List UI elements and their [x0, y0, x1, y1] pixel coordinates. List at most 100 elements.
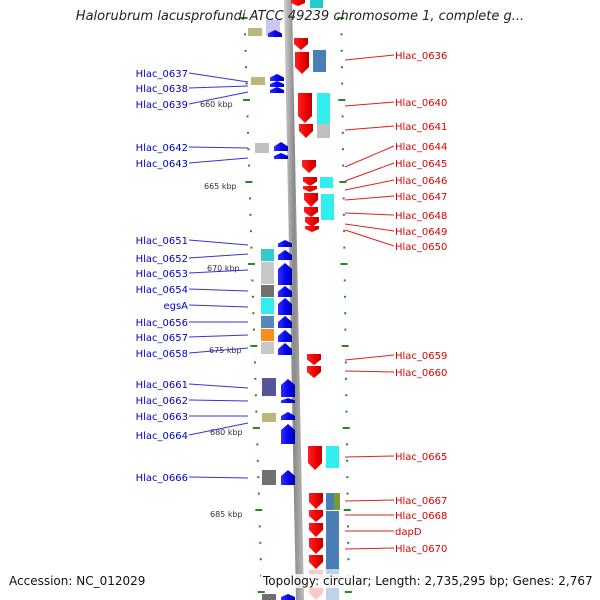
gene-label-forward[interactable]: Hlac_0643	[136, 159, 188, 170]
feature-box[interactable]	[313, 50, 326, 72]
gene-label-forward[interactable]: Hlac_0639	[136, 100, 188, 111]
feature-box[interactable]	[261, 329, 274, 341]
gene-label-forward[interactable]: Hlac_0663	[136, 412, 188, 423]
feature-box[interactable]	[261, 342, 274, 354]
gene-arrow-forward[interactable]	[274, 153, 288, 159]
feature-box[interactable]	[326, 511, 339, 569]
gene-label-reverse[interactable]: Hlac_0647	[395, 192, 447, 203]
gene-arrow-forward[interactable]	[278, 250, 292, 260]
gene-label-forward[interactable]: Hlac_0656	[136, 318, 188, 329]
gene-arrow-reverse[interactable]	[305, 226, 319, 232]
gene-label-reverse[interactable]: Hlac_0660	[395, 368, 447, 379]
gene-label-reverse[interactable]: Hlac_0650	[395, 242, 447, 253]
feature-box[interactable]	[317, 93, 330, 124]
feature-box[interactable]	[261, 249, 274, 261]
gene-arrow-reverse[interactable]	[309, 510, 323, 522]
gene-arrow-reverse[interactable]	[304, 193, 318, 207]
gene-arrow-reverse[interactable]	[309, 586, 323, 600]
gene-arrow-reverse[interactable]	[309, 538, 323, 554]
gene-arrow-reverse[interactable]	[298, 93, 312, 123]
gene-arrow-forward[interactable]	[281, 594, 295, 600]
gene-arrow-forward[interactable]	[270, 74, 284, 81]
feature-box[interactable]	[310, 0, 323, 8]
gene-arrow-reverse[interactable]	[307, 366, 321, 378]
feature-box[interactable]	[251, 77, 265, 85]
gene-arrow-forward[interactable]	[278, 330, 292, 342]
gene-arrow-forward[interactable]	[281, 412, 295, 420]
gene-label-forward[interactable]: egsA	[163, 301, 188, 312]
gene-arrow-reverse[interactable]	[295, 52, 309, 74]
gene-label-forward[interactable]: Hlac_0653	[136, 269, 188, 280]
feature-box[interactable]	[261, 285, 274, 297]
feature-box[interactable]	[326, 446, 339, 468]
gene-arrow-reverse[interactable]	[291, 0, 305, 6]
gene-arrow-reverse[interactable]	[309, 555, 323, 569]
gene-arrow-reverse[interactable]	[302, 160, 316, 173]
gene-label-reverse[interactable]: Hlac_0645	[395, 159, 447, 170]
feature-box[interactable]	[334, 493, 340, 510]
gene-label-reverse[interactable]: Hlac_0646	[395, 176, 447, 187]
feature-box[interactable]	[262, 470, 276, 485]
gene-label-forward[interactable]: Hlac_0638	[136, 84, 188, 95]
gene-label-reverse[interactable]: Hlac_0644	[395, 142, 447, 153]
gene-label-reverse[interactable]: Hlac_0665	[395, 452, 447, 463]
feature-box[interactable]	[262, 378, 276, 396]
gene-arrow-forward[interactable]	[270, 87, 284, 93]
gene-arrow-forward[interactable]	[281, 424, 295, 444]
feature-box[interactable]	[320, 177, 333, 188]
gene-label-forward[interactable]: Hlac_0651	[136, 236, 188, 247]
gene-label-forward[interactable]: Hlac_0664	[136, 431, 188, 442]
feature-box[interactable]	[262, 594, 276, 600]
gene-label-reverse[interactable]: Hlac_0667	[395, 496, 447, 507]
gene-arrow-forward[interactable]	[278, 240, 292, 247]
feature-box[interactable]	[321, 194, 334, 220]
feature-box[interactable]	[255, 143, 269, 153]
gene-arrow-forward[interactable]	[278, 263, 292, 285]
gene-arrow-reverse[interactable]	[303, 186, 317, 192]
gene-label-reverse[interactable]: Hlac_0659	[395, 351, 447, 362]
gene-label-forward[interactable]: Hlac_0637	[136, 69, 188, 80]
gene-label-forward[interactable]: Hlac_0662	[136, 396, 188, 407]
gene-arrow-reverse[interactable]	[299, 124, 313, 138]
feature-box[interactable]	[261, 262, 274, 284]
gene-label-reverse[interactable]: Hlac_0641	[395, 122, 447, 133]
gene-arrow-forward[interactable]	[281, 398, 295, 403]
gene-arrow-forward[interactable]	[274, 142, 288, 151]
gene-arrow-reverse[interactable]	[305, 217, 319, 227]
gene-arrow-reverse[interactable]	[307, 354, 321, 365]
gene-label-forward[interactable]: Hlac_0666	[136, 473, 188, 484]
gene-arrow-reverse[interactable]	[294, 38, 308, 50]
gene-label-reverse[interactable]: dapD	[395, 527, 422, 538]
gene-arrow-forward[interactable]	[281, 470, 295, 485]
gene-label-reverse[interactable]: Hlac_0640	[395, 98, 447, 109]
gene-arrow-forward[interactable]	[278, 316, 292, 328]
gene-arrow-forward[interactable]	[278, 343, 292, 355]
gene-arrow-reverse[interactable]	[309, 493, 323, 509]
gene-label-forward[interactable]: Hlac_0652	[136, 254, 188, 265]
gene-label-forward[interactable]: Hlac_0661	[136, 380, 188, 391]
gene-arrow-reverse[interactable]	[303, 177, 317, 186]
gene-label-forward[interactable]: Hlac_0658	[136, 349, 188, 360]
gene-label-reverse[interactable]: Hlac_0668	[395, 511, 447, 522]
gene-arrow-reverse[interactable]	[309, 523, 323, 537]
feature-box[interactable]	[261, 298, 274, 314]
gene-label-forward[interactable]: Hlac_0642	[136, 143, 188, 154]
gene-arrow-forward[interactable]	[270, 81, 284, 87]
feature-box[interactable]	[317, 124, 330, 138]
gene-arrow-forward[interactable]	[278, 298, 292, 315]
feature-box[interactable]	[262, 413, 276, 422]
gene-arrow-forward[interactable]	[268, 30, 282, 37]
gene-arrow-reverse[interactable]	[308, 446, 322, 470]
feature-box[interactable]	[261, 316, 274, 328]
gene-label-reverse[interactable]: Hlac_0649	[395, 227, 447, 238]
gene-label-reverse[interactable]: Hlac_0636	[395, 51, 447, 62]
gene-label-forward[interactable]: Hlac_0657	[136, 333, 188, 344]
gene-arrow-reverse[interactable]	[304, 207, 318, 217]
feature-box[interactable]	[248, 28, 262, 36]
gene-arrow-forward[interactable]	[278, 286, 292, 297]
gene-arrow-forward[interactable]	[281, 379, 295, 397]
gene-label-forward[interactable]: Hlac_0654	[136, 285, 188, 296]
gene-label-reverse[interactable]: Hlac_0648	[395, 211, 447, 222]
minor-tick	[346, 459, 349, 462]
gene-label-reverse[interactable]: Hlac_0670	[395, 544, 447, 555]
